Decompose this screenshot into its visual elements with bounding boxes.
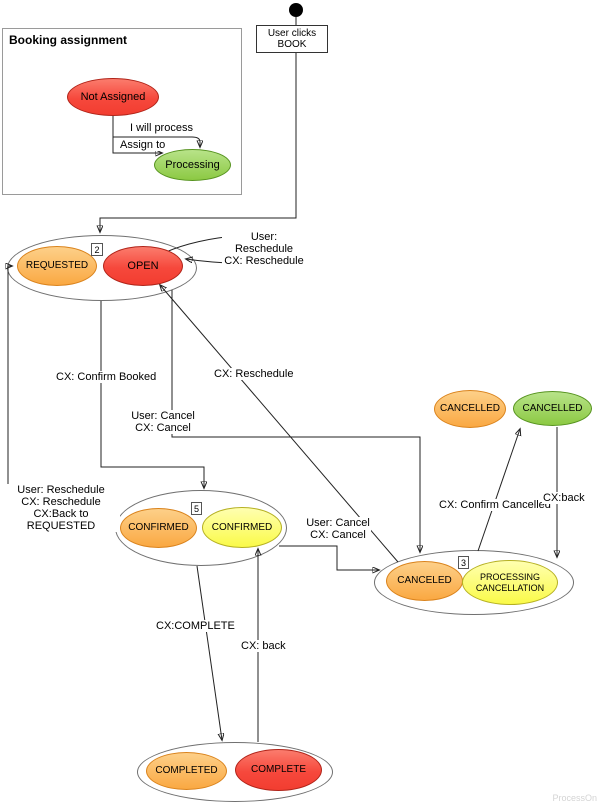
label-assign-to: Assign to	[119, 139, 167, 151]
state-confirmed-pending: CONFIRMED	[120, 508, 197, 548]
label-cx-reschedule: CX: Reschedule	[213, 368, 295, 380]
initial-state-node	[289, 3, 303, 17]
label-confirm-booked: CX: Confirm Booked	[55, 371, 158, 383]
state-cancelled-pending: CANCELLED	[434, 390, 506, 428]
label-cancel-from-open: User: Cancel CX: Cancel	[130, 410, 196, 434]
label-back-from-cancelled: CX:back	[542, 492, 586, 504]
state-cancelled: CANCELLED	[513, 391, 592, 426]
state-not-assigned: Not Assigned	[67, 78, 159, 116]
label-confirm-cancelled: CX: Confirm Cancelled	[438, 499, 552, 511]
badge-confirmed-count: 5	[191, 502, 202, 515]
badge-cancellation-count: 3	[458, 556, 469, 569]
label-cx-complete: CX:COMPLETE	[155, 620, 236, 632]
edge-confirm-booked	[100, 301, 204, 488]
label-i-will-process: I will process	[129, 122, 194, 134]
edge-confirmed-to-completed	[196, 565, 222, 740]
watermark: ProcessOn	[552, 793, 597, 803]
label-open-reschedule: User: Reschedule CX: Reschedule	[222, 231, 306, 267]
edge-confirm-cancelled	[477, 429, 520, 552]
state-confirmed: CONFIRMED	[202, 507, 282, 548]
state-complete: COMPLETE	[235, 749, 322, 791]
badge-requested-open-count: 2	[91, 243, 103, 256]
state-processing-cancellation: PROCESSING CANCELLATION	[462, 560, 558, 605]
user-clicks-book-box: User clicks BOOK	[256, 25, 328, 53]
label-back-from-completed: CX: back	[240, 640, 287, 652]
state-requested: REQUESTED	[17, 246, 97, 286]
state-canceled: CANCELED	[386, 561, 463, 601]
label-cancel-from-confirmed: User: Cancel CX: Cancel	[305, 517, 371, 541]
state-completed: COMPLETED	[146, 752, 227, 790]
label-back-to-requested: User: Reschedule CX: Reschedule CX:Back …	[2, 484, 120, 532]
frame-title: Booking assignment	[9, 33, 128, 47]
state-processing: Processing	[154, 149, 231, 181]
edge-confirmed-to-cancellation	[279, 545, 379, 570]
state-open: OPEN	[103, 246, 183, 286]
